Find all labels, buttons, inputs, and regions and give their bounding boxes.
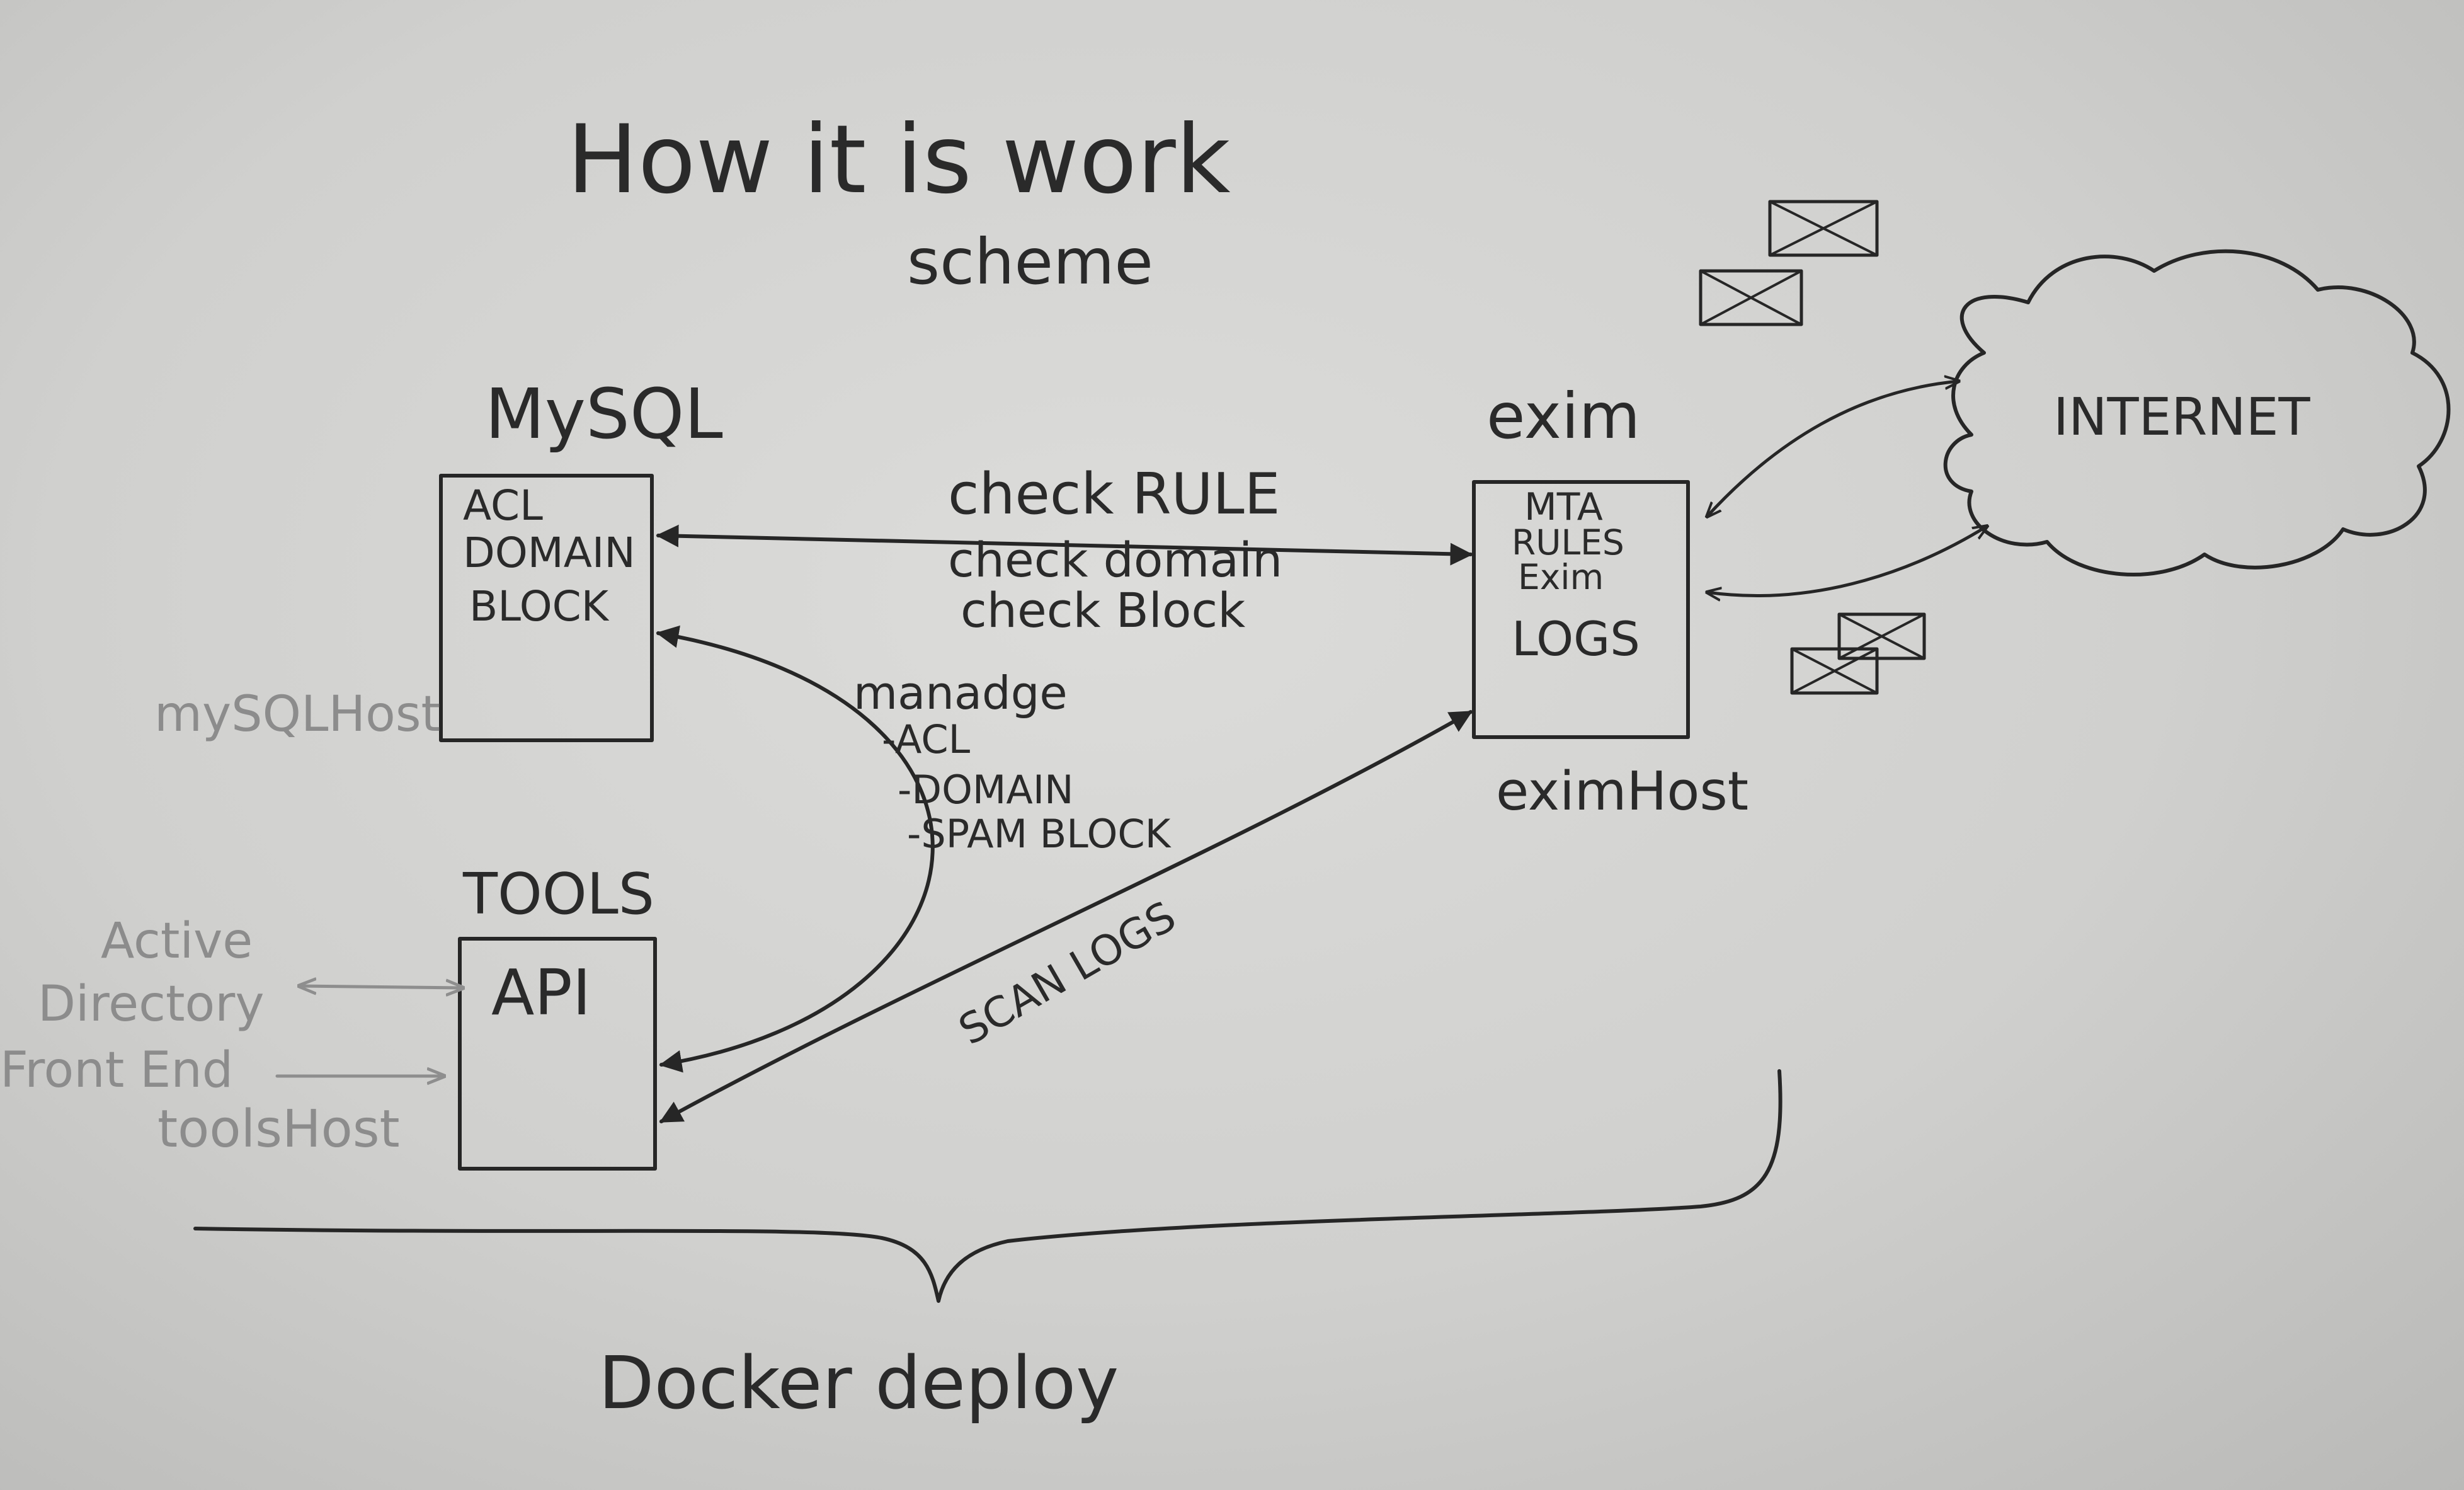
mysql-host: mySQLHost — [154, 686, 440, 743]
exim-item-exim: Exim — [1518, 557, 1604, 597]
diagram-subtitle: scheme — [907, 225, 1153, 299]
exim-host: eximHost — [1496, 760, 1748, 823]
tools-host: toolsHost — [157, 1099, 400, 1159]
exim-internet-arrow-upper — [1707, 381, 1959, 517]
diagram-title: How it is work — [567, 105, 1231, 215]
exim-box — [1472, 480, 1690, 739]
tools-name: TOOLS — [462, 861, 654, 927]
mysql-name: MySQL — [485, 374, 723, 454]
mysql-item-domain: DOMAIN — [463, 529, 636, 577]
edge-manage-label: manadge — [853, 667, 1068, 719]
exim-item-rules: RULES — [1512, 522, 1624, 563]
scan-logs-arrow — [659, 710, 1473, 1123]
input-front-end: Front End — [0, 1042, 233, 1099]
exim-name: exim — [1486, 379, 1640, 453]
mysql-node: MySQL ACL DOMAIN BLOCK mySQLHost — [154, 374, 723, 743]
edge-manage-domain: -DOMAIN — [898, 767, 1073, 813]
mail-envelope-icon — [1768, 200, 1879, 257]
edge-check-block: check Block — [961, 582, 1245, 638]
edge-mysql-exim: check RULE check domain check Block — [656, 461, 1473, 638]
internet-cloud-shape — [1943, 249, 2451, 576]
mail-envelope-icon — [1790, 647, 1879, 695]
input-active: Active — [101, 913, 253, 970]
api-inputs: Active Directory Front End — [0, 913, 463, 1099]
internet-label: INTERNET — [2053, 387, 2311, 447]
internet-node: INTERNET — [1943, 249, 2451, 576]
exim-item-mta: MTA — [1524, 485, 1603, 529]
mail-envelope-icon — [1837, 612, 1926, 660]
input-directory: Directory — [38, 976, 265, 1033]
docker-brace — [193, 1069, 1782, 1303]
edge-manage-acl: -ACL — [882, 716, 971, 762]
mail-envelope-icon — [1699, 269, 1803, 326]
edge-manage: manadge -ACL -DOMAIN -SPAM BLOCK — [656, 625, 1172, 1073]
tools-box — [458, 937, 657, 1171]
tools-api-label: API — [491, 956, 591, 1029]
tools-node: TOOLS API toolsHost — [157, 861, 657, 1171]
mysql-item-block: BLOCK — [469, 582, 610, 631]
edge-check-domain: check domain — [948, 532, 1282, 588]
exim-node: exim MTA RULES Exim LOGS eximHost — [1472, 379, 1748, 823]
exim-item-logs: LOGS — [1512, 611, 1640, 667]
mysql-box — [439, 474, 654, 742]
edge-check-rule: check RULE — [948, 461, 1280, 527]
docker-deploy-label: Docker deploy — [598, 1341, 1119, 1426]
mysql-item-acl: ACL — [463, 481, 543, 530]
exim-internet-arrow-lower — [1707, 526, 1987, 595]
mysql-exim-arrow — [656, 524, 1473, 566]
active-directory-api-arrow — [299, 986, 463, 988]
edge-manage-spam-block: -SPAM BLOCK — [907, 811, 1172, 857]
